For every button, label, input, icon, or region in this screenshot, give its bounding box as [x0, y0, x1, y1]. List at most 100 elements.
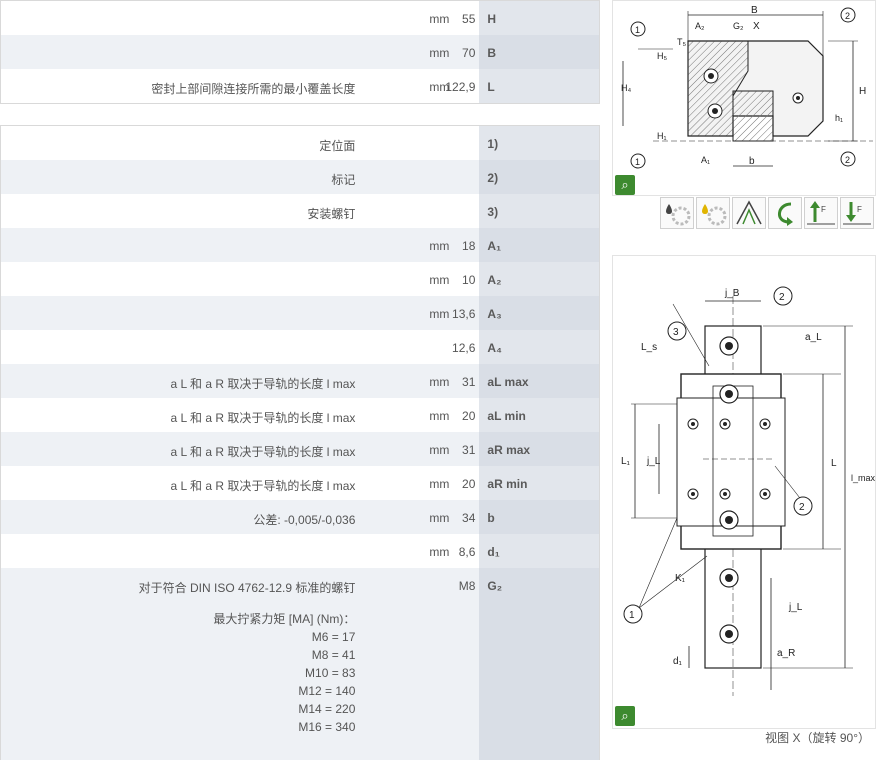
description-text: a L 和 a R 取决于导轨的长度 l max — [170, 445, 356, 459]
profile-icon — [732, 197, 766, 229]
dim-jB-label: j_B — [724, 288, 740, 299]
parameter-label: A₃ — [487, 307, 502, 321]
view-x-drawing-panel: j_B a_L L_s L₁ j_L L l_max K₁ j_L a_R d₁… — [612, 255, 876, 729]
table-row: 安装螺钉 3) — [1, 194, 599, 228]
view-x-drawing: j_B a_L L_s L₁ j_L L l_max K₁ j_L a_R d₁… — [621, 286, 876, 696]
value-text: 122,9 — [445, 80, 476, 94]
zoom-icon-side[interactable]: ⌕ — [615, 706, 635, 726]
dim-h1-label: h₁ — [835, 113, 843, 123]
callout-1-top: 1 — [635, 25, 640, 35]
parameter-label: 3) — [487, 205, 499, 219]
label-cell: B — [479, 35, 599, 69]
rotation-icon — [768, 197, 802, 229]
callout-2-side-top: 2 — [779, 292, 785, 303]
label-cell: A₂ — [479, 262, 599, 296]
label-cell: 3) — [479, 194, 599, 228]
dim-B-label: B — [751, 5, 758, 16]
dim-H4-label: H₄ — [621, 83, 631, 93]
unit-text: mm — [429, 239, 450, 253]
value-text: 34 — [462, 511, 476, 525]
cross-section-drawing: B X G₂ A₂ T₅ H₅ H₄ H h₁ H₁ A₁ b 1 2 1 2 — [621, 5, 873, 169]
label-cell: aR max — [479, 432, 599, 466]
callout-1-side: 1 — [629, 610, 635, 621]
description-text: 安装螺钉 — [307, 207, 356, 221]
parameter-label: B — [487, 46, 497, 60]
callout-2-side-mid: 2 — [799, 502, 805, 513]
label-cell: G₂ — [479, 568, 599, 760]
unit-text: mm — [429, 409, 450, 423]
dim-K1-label: K₁ — [675, 573, 686, 584]
value-text: 31 — [462, 375, 476, 389]
description-text: 标记 — [331, 173, 356, 187]
dim-b-label: b — [749, 156, 755, 167]
value-cell: a L 和 a R 取决于导轨的长度 l max mm 20 — [1, 398, 479, 432]
zoom-icon[interactable]: ⌕ — [615, 175, 635, 195]
label-cell: b — [479, 500, 599, 534]
load-down-icon: F — [840, 197, 874, 229]
parameter-label: G₂ — [487, 579, 503, 593]
unit-text: mm — [429, 307, 450, 321]
description-text: a L 和 a R 取决于导轨的长度 l max — [170, 411, 356, 425]
torque-title: 最大拧紧力矩 [MA] (Nm)： — [213, 612, 356, 626]
callout-2-top: 2 — [845, 11, 850, 21]
callout-1-bottom: 1 — [635, 157, 640, 167]
dim-X-label: X — [753, 21, 760, 32]
load-up-icon: F — [804, 197, 838, 229]
value-text: 20 — [462, 409, 476, 423]
parameter-label: aL min — [487, 409, 526, 423]
dim-aL-label: a_L — [805, 332, 822, 343]
dim-H-label: H — [859, 86, 866, 97]
torque-line: M8 = 41 — [311, 648, 356, 662]
svg-text:F: F — [857, 205, 862, 214]
parameter-label: L — [487, 80, 495, 94]
value-text: 12,6 — [452, 341, 476, 355]
dim-aR-label: a_R — [777, 648, 795, 659]
label-cell: L — [479, 69, 599, 103]
lubrication-oil-icon — [660, 197, 694, 229]
dim-jL-label: j_L — [646, 456, 661, 467]
unit-text: mm — [429, 545, 450, 559]
parameter-label: A₄ — [487, 341, 502, 355]
value-text: M8 — [458, 579, 476, 593]
value-text: 20 — [462, 477, 476, 491]
value-text: 13,6 — [452, 307, 476, 321]
lubrication-grease-icon — [696, 197, 730, 229]
unit-text: mm — [429, 375, 450, 389]
dim-jL2-label: j_L — [788, 602, 803, 613]
label-cell: 2) — [479, 160, 599, 194]
value-text: 18 — [462, 239, 476, 253]
value-text: 70 — [462, 46, 476, 60]
cross-section-drawing-panel: B X G₂ A₂ T₅ H₅ H₄ H h₁ H₁ A₁ b 1 2 1 2 … — [612, 0, 876, 196]
label-cell: 1) — [479, 126, 599, 160]
label-cell: A₃ — [479, 296, 599, 330]
torque-line: M6 = 17 — [311, 630, 356, 644]
dim-H1-label: H₁ — [657, 131, 667, 141]
parameter-label: d₁ — [487, 545, 500, 559]
parameter-label: A₂ — [487, 273, 502, 287]
unit-text: mm — [429, 12, 450, 26]
parameter-label: A₁ — [487, 239, 502, 253]
dim-L-label: L — [831, 458, 837, 469]
label-cell: aR min — [479, 466, 599, 500]
description-text: 公差: -0,005/-0,036 — [253, 513, 356, 527]
table-row: a L 和 a R 取决于导轨的长度 l max mm 20 aL min — [1, 398, 599, 432]
torque-line: M14 = 220 — [298, 702, 356, 716]
label-cell: d₁ — [479, 534, 599, 568]
dim-A2-label: A₂ — [695, 21, 705, 31]
